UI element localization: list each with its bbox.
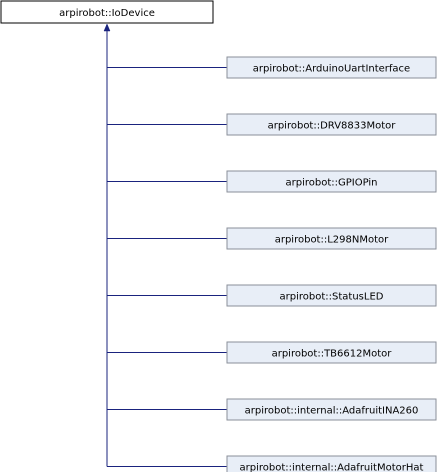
derived-class-node[interactable]: arpirobot::internal::AdafruitINA260 xyxy=(226,398,437,421)
derived-class-label: arpirobot::GPIOPin xyxy=(285,178,377,189)
base-class-label: arpirobot::IoDevice xyxy=(59,8,155,19)
derived-class-box xyxy=(226,56,437,79)
derived-class-label: arpirobot::internal::AdafruitINA260 xyxy=(245,406,419,417)
derived-class-label: arpirobot::TB6612Motor xyxy=(272,349,393,360)
derived-class-label: arpirobot::StatusLED xyxy=(280,292,384,303)
derived-class-nodes: arpirobot::ArduinoUartInterfacearpirobot… xyxy=(226,56,437,472)
inheritance-arrowhead xyxy=(103,23,111,32)
derived-class-box xyxy=(226,113,437,136)
derived-class-box xyxy=(226,284,437,307)
derived-class-box xyxy=(226,341,437,364)
derived-class-node[interactable]: arpirobot::ArduinoUartInterface xyxy=(226,56,437,79)
derived-class-label: arpirobot::ArduinoUartInterface xyxy=(253,64,410,75)
derived-class-box xyxy=(226,398,437,421)
base-class-box xyxy=(0,0,214,24)
derived-class-box xyxy=(226,170,437,193)
derived-class-node[interactable]: arpirobot::L298NMotor xyxy=(226,227,437,250)
base-class-node[interactable]: arpirobot::IoDevice xyxy=(0,0,214,24)
derived-class-label: arpirobot::DRV8833Motor xyxy=(268,121,397,132)
derived-class-node[interactable]: arpirobot::DRV8833Motor xyxy=(226,113,437,136)
inheritance-edges xyxy=(103,23,227,467)
derived-class-node[interactable]: arpirobot::GPIOPin xyxy=(226,170,437,193)
derived-class-box xyxy=(226,227,437,250)
derived-class-label: arpirobot::internal::AdafruitMotorHat xyxy=(240,463,424,472)
derived-class-label: arpirobot::L298NMotor xyxy=(275,235,389,246)
derived-class-box xyxy=(226,455,437,472)
derived-class-node[interactable]: arpirobot::StatusLED xyxy=(226,284,437,307)
derived-class-node[interactable]: arpirobot::internal::AdafruitMotorHat xyxy=(226,455,437,472)
derived-class-node[interactable]: arpirobot::TB6612Motor xyxy=(226,341,437,364)
